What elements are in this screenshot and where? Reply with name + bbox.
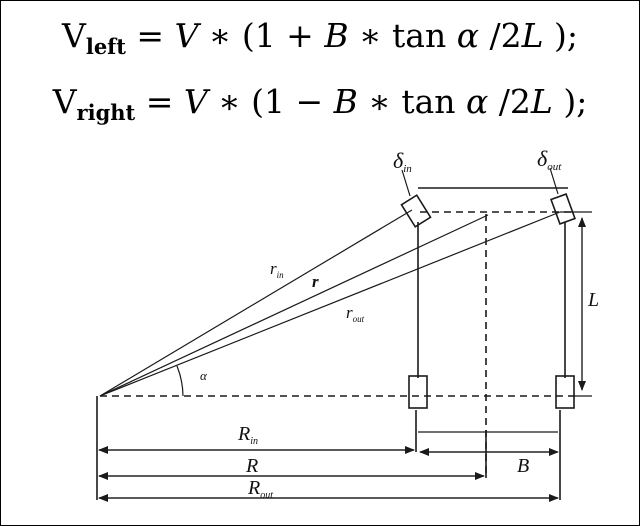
- formula-variable: V: [183, 82, 208, 121]
- formula-text: ∗ (1 −: [207, 82, 334, 121]
- label-delta-in: δin: [393, 148, 412, 175]
- rear-inner-wheel: [408, 375, 428, 409]
- formula-variable: α: [456, 16, 479, 55]
- formula-variable: V: [174, 16, 199, 55]
- label-r: r: [312, 272, 319, 291]
- formula-v-right: Vright = V ∗ (1 − B ∗ tan α /2L );: [0, 82, 640, 125]
- formula-symbol: V: [52, 82, 77, 121]
- formula-subscript: right: [76, 100, 136, 125]
- formula-text: /2: [478, 16, 522, 55]
- rear-outer-wheel: [555, 375, 575, 409]
- formula-text: /2: [488, 82, 531, 121]
- formula-text: ∗ tan: [348, 16, 457, 55]
- formula-variable: L: [530, 82, 553, 121]
- label-r-out-dim: Rout: [247, 477, 273, 501]
- front-outer-wheel: [550, 193, 576, 225]
- front-inner-wheel: [400, 194, 432, 228]
- formula-text: ∗ tan: [357, 82, 466, 121]
- label-r-in-dim: Rin: [237, 423, 258, 447]
- label-delta-out: δout: [537, 146, 562, 173]
- formula-variable: α: [466, 82, 489, 121]
- alpha-arc: [176, 365, 184, 397]
- formula-v-left: Vleft = V ∗ (1 + B ∗ tan α /2L );: [0, 16, 640, 59]
- formula-variable: B: [333, 82, 358, 121]
- ray-r-in: [99, 209, 413, 397]
- formula-subscript: left: [85, 34, 126, 59]
- label-l: L: [587, 289, 599, 311]
- label-b: B: [517, 455, 529, 477]
- label-r-in: rin: [270, 259, 284, 280]
- formula-symbol: V: [62, 16, 86, 55]
- formula-text: ∗ (1 +: [198, 16, 325, 55]
- ray-r-out: [99, 211, 561, 397]
- formula-text: =: [135, 82, 184, 121]
- formula-variable: L: [521, 16, 544, 55]
- formula-variable: B: [324, 16, 349, 55]
- label-r-out: rout: [346, 303, 365, 324]
- formula-text: );: [543, 16, 578, 55]
- label-alpha: α: [200, 368, 208, 383]
- leader-delta-in: [401, 169, 411, 197]
- ray-r: [99, 214, 489, 397]
- formula-text: =: [125, 16, 175, 55]
- formula-text: );: [552, 82, 588, 121]
- label-r-dim: R: [245, 455, 258, 477]
- leader-delta-out: [549, 167, 559, 195]
